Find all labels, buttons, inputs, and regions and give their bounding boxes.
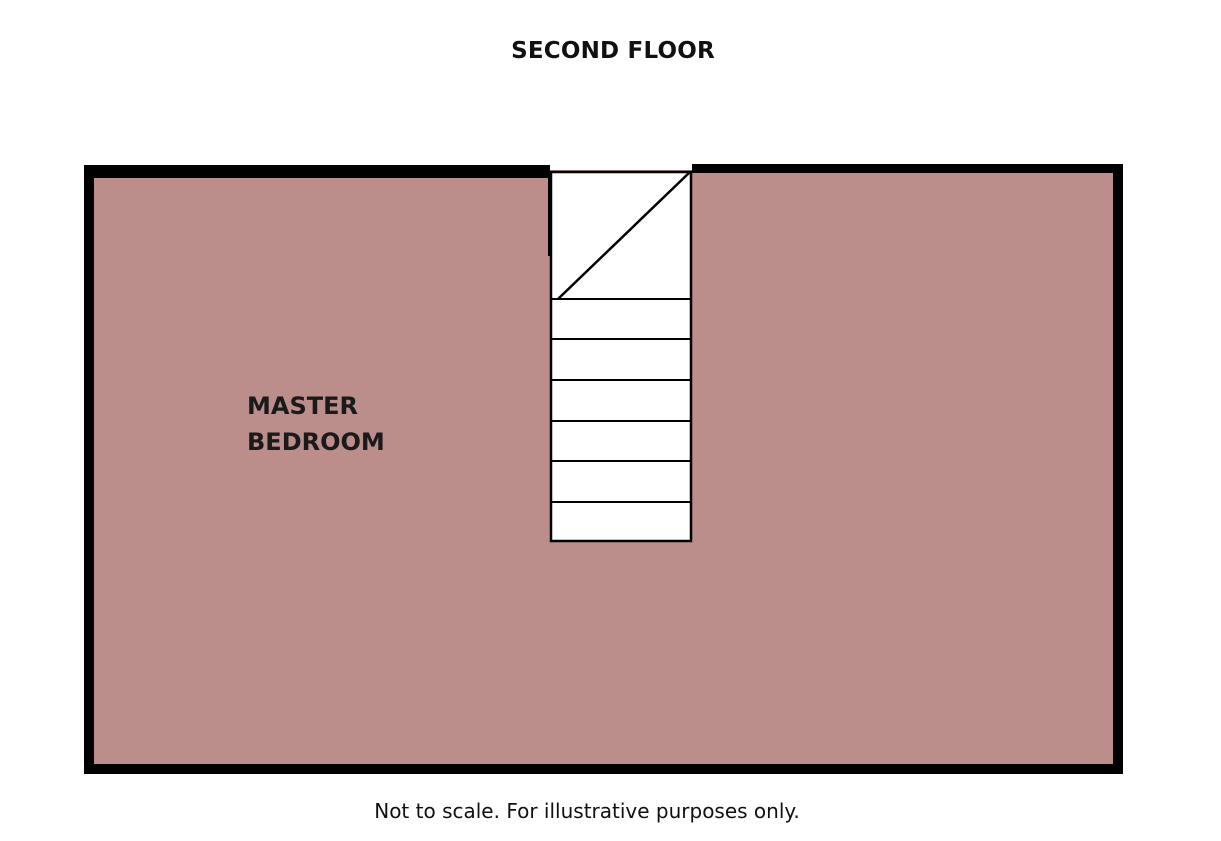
wall-top-right xyxy=(692,164,1123,173)
wall-right xyxy=(1113,164,1123,774)
stair-landing-diagonal xyxy=(557,171,691,300)
room-label-line1: MASTER xyxy=(247,392,358,420)
wall-left xyxy=(84,165,94,774)
wall-bottom xyxy=(84,764,1123,774)
outer-walls xyxy=(84,164,1123,774)
stair-well xyxy=(549,170,693,543)
master-bedroom-label: MASTER BEDROOM xyxy=(247,388,385,460)
room-label-line2: BEDROOM xyxy=(247,428,385,456)
wall-top-left xyxy=(84,165,550,178)
disclaimer-note: Not to scale. For illustrative purposes … xyxy=(374,799,800,823)
floor-title: SECOND FLOOR xyxy=(511,38,715,64)
staircase xyxy=(548,170,693,543)
stair-wall-left xyxy=(548,172,552,256)
